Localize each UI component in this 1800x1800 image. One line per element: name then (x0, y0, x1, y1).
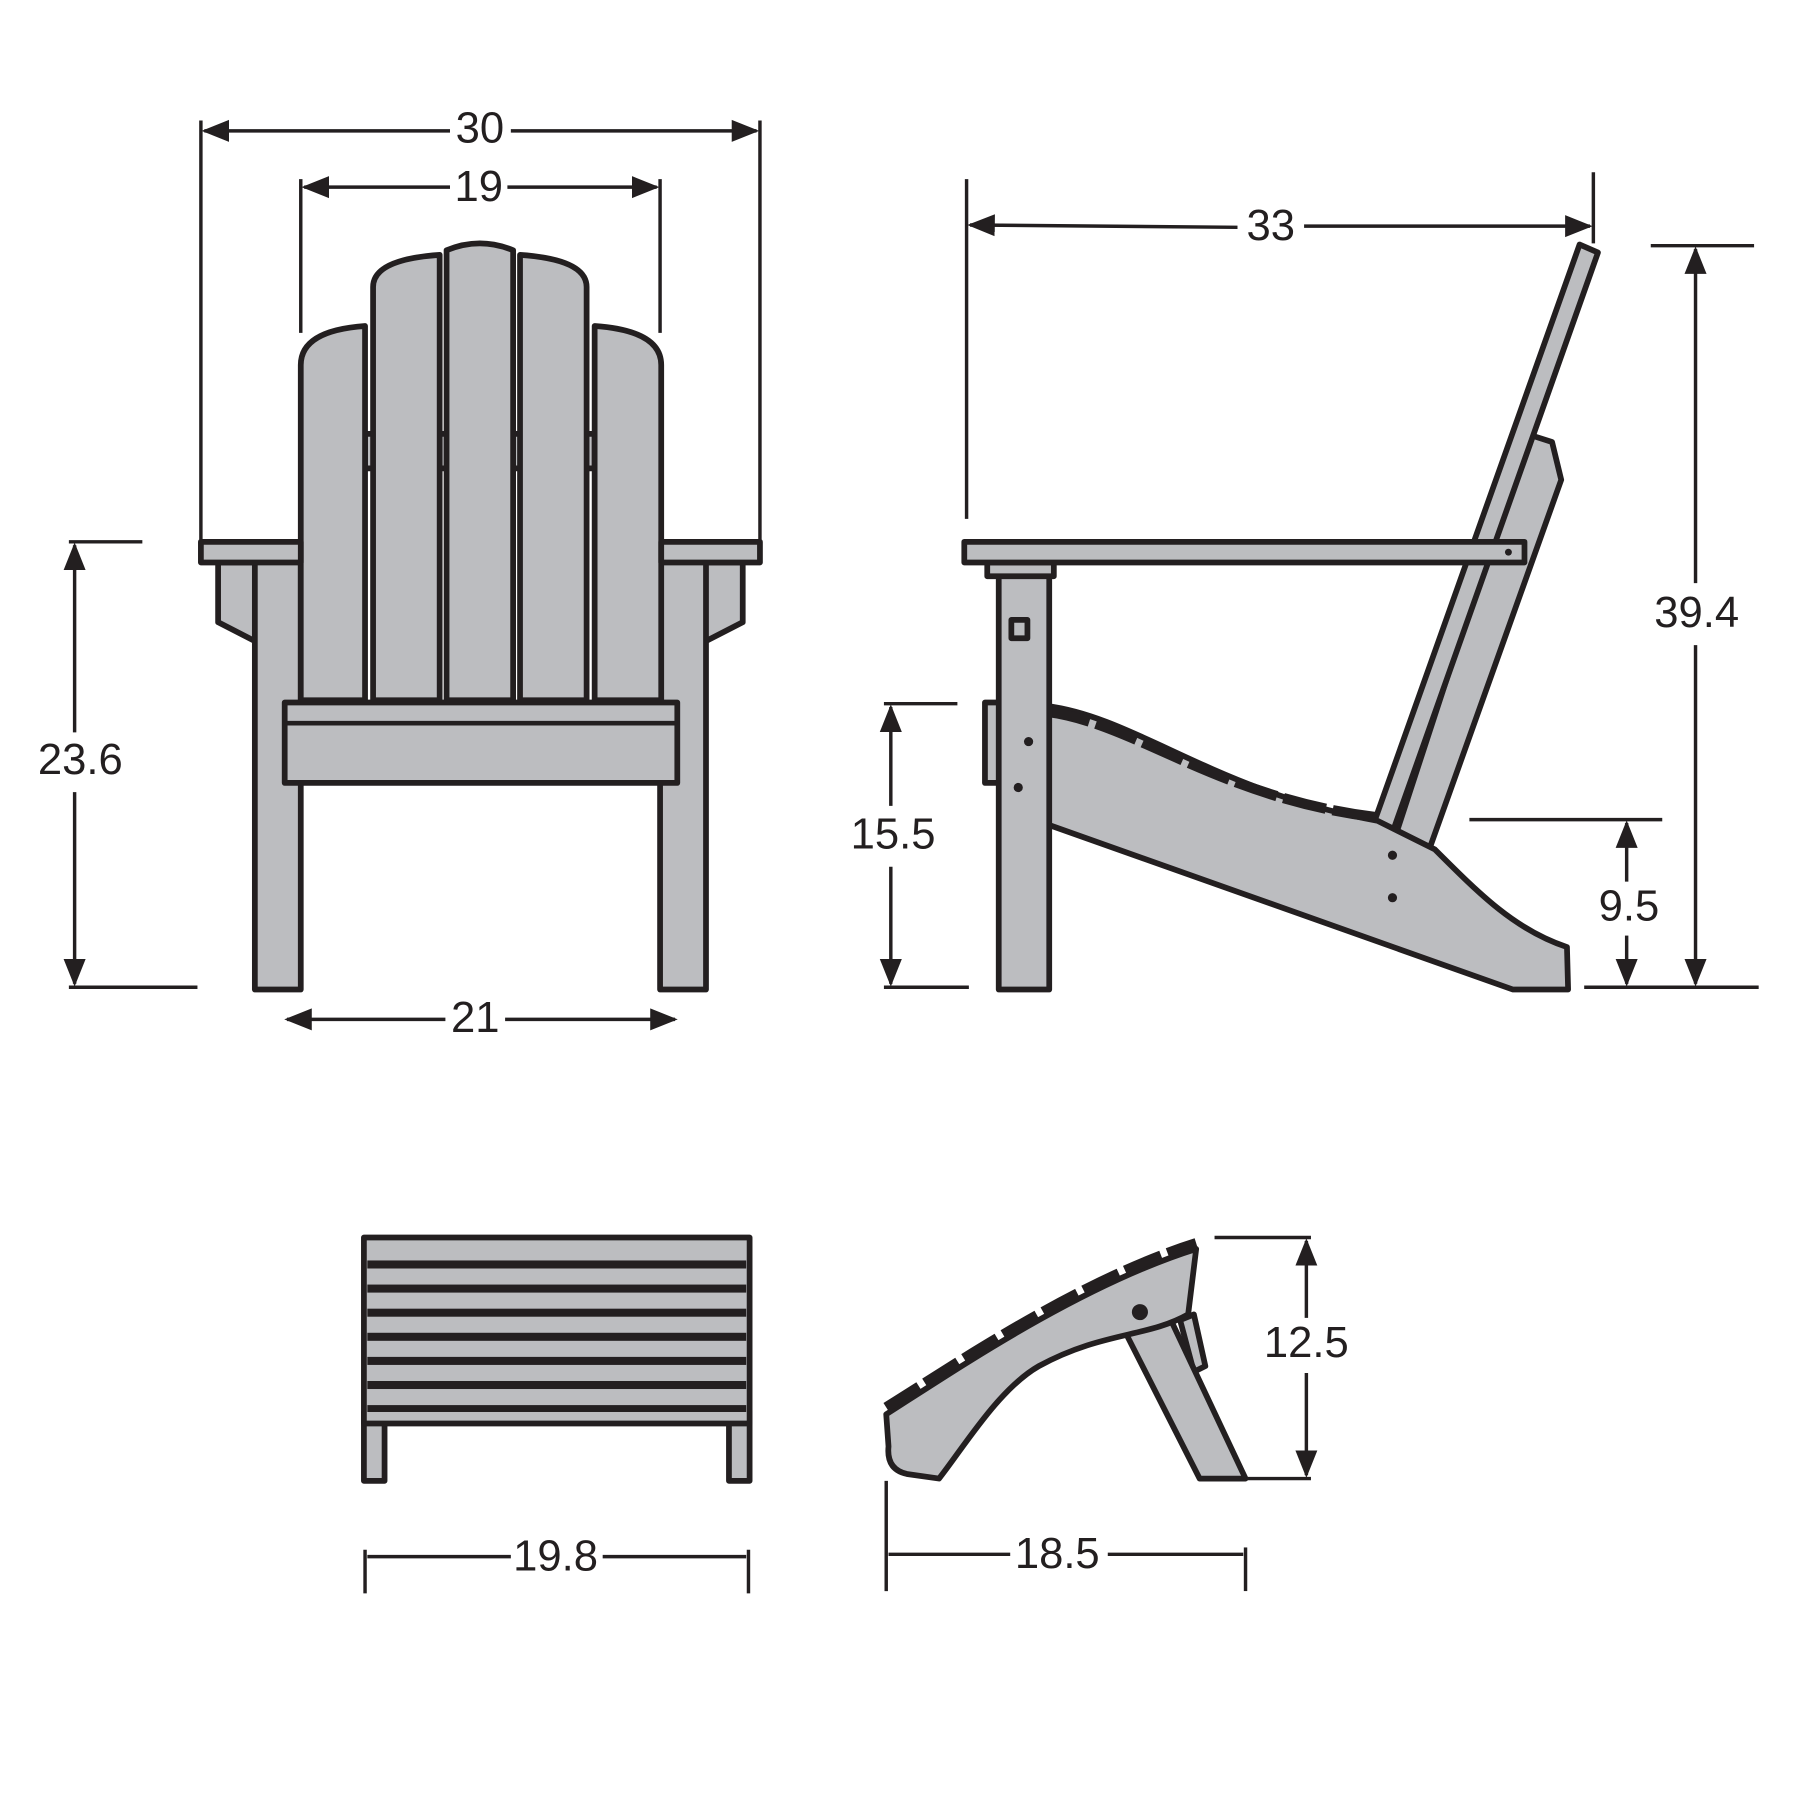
seat-rear-height-label: 9.5 (1599, 883, 1660, 931)
slat-gap (367, 1308, 747, 1317)
ottoman-depth-label: 18.5 (1015, 1530, 1100, 1578)
total-height-label: 39.4 (1654, 589, 1739, 637)
bracket-bolt (1008, 617, 1031, 642)
right-armrest (658, 538, 763, 566)
side-armrest (961, 538, 1528, 566)
slat-gap (367, 1380, 747, 1390)
chair-side-view (961, 241, 1601, 993)
front-dimensions: 30 19 23.6 21 (38, 104, 762, 1042)
left-armrest (198, 538, 304, 566)
back-slat-4 (517, 251, 590, 704)
arm-height-label: 23.6 (38, 736, 123, 784)
side-dimensions: 33 39.4 15.5 9.5 (851, 172, 1759, 989)
back-support (1391, 431, 1565, 853)
slat-gap (367, 1332, 747, 1341)
bolt-icon (1504, 548, 1512, 556)
overall-width-label: 30 (456, 104, 505, 152)
slat-gap (367, 1284, 747, 1293)
back-slat-5 (591, 323, 665, 704)
bolt-icon (1013, 782, 1023, 793)
ottoman-side-dimensions: 12.5 18.5 (884, 1235, 1349, 1592)
depth-label: 33 (1247, 202, 1296, 250)
bolt-icon (1387, 850, 1398, 860)
seat-front-height-label: 15.5 (851, 810, 936, 858)
seat-front-apron (281, 699, 681, 786)
seat-side-stringer (1044, 703, 1571, 993)
chair-front-view (198, 240, 763, 993)
ottoman-front-view (361, 1234, 753, 1484)
ottoman-height-label: 12.5 (1264, 1319, 1349, 1367)
slat-gap (367, 1260, 747, 1269)
leg-span-label: 21 (451, 994, 500, 1042)
ottoman-slat-gaps (367, 1260, 747, 1412)
ottoman-side-view (883, 1238, 1249, 1482)
back-width-label: 19 (454, 163, 503, 211)
bolt-icon (1131, 1304, 1148, 1321)
dimension-line (967, 214, 1238, 237)
ottoman-front-dimensions: 19.8 (363, 1532, 751, 1594)
ottoman-width-label: 19.8 (513, 1532, 598, 1580)
back-slat-1 (297, 323, 368, 704)
slat-gap (367, 1356, 747, 1365)
ottoman-leg (1122, 1317, 1249, 1482)
bolt-icon (1387, 893, 1398, 903)
back-slat-3 (443, 240, 517, 704)
bolt-icon (1023, 736, 1034, 747)
ottoman-slats-profile (883, 1238, 1198, 1412)
back-slat-2 (370, 251, 443, 704)
slat-gap (367, 1405, 747, 1412)
seat-slats-profile (1046, 706, 1379, 823)
